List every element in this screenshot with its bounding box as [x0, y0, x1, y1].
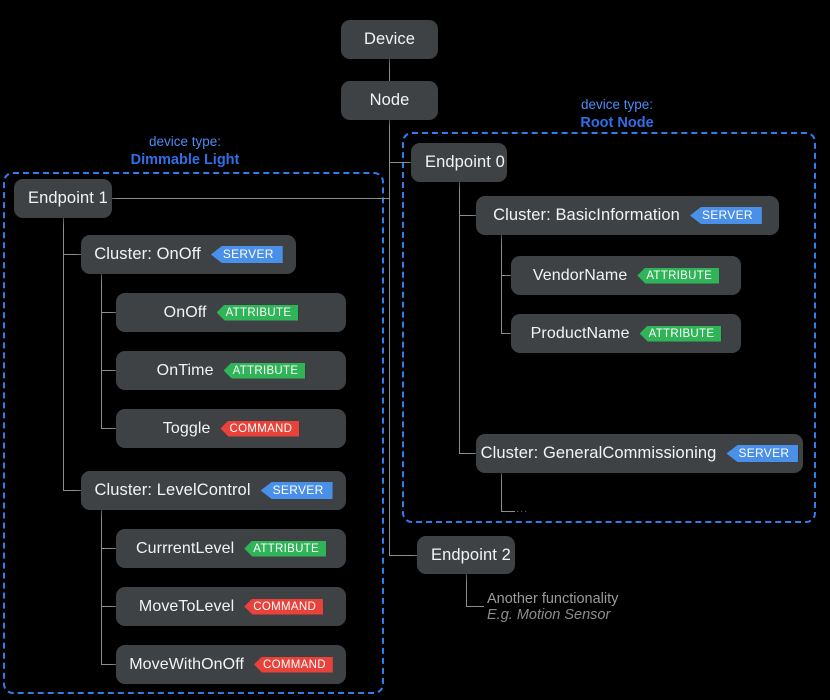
command-toggle[interactable]: Toggle COMMAND [116, 409, 346, 448]
endpoint-2-note-line2: E.g. Motion Sensor [487, 607, 611, 623]
device-type-name-root-node: Root Node [580, 114, 654, 131]
endpoint-0-label: Endpoint 0 [425, 153, 505, 171]
command-movetolevel[interactable]: MoveToLevel COMMAND [116, 587, 346, 626]
device-type-name-dimmable-light: Dimmable Light [130, 151, 240, 168]
connector-trunk-to-endpoint0 [389, 162, 413, 163]
endpoint-1-label: Endpoint 1 [28, 189, 108, 207]
connector-basicinformation-to-productname [501, 333, 514, 334]
connector-endpoint0-trunk [459, 181, 460, 453]
badge-attribute: ATTRIBUTE [639, 325, 722, 342]
command-toggle-label: Toggle [162, 419, 211, 437]
node-node-label: Node [369, 91, 410, 109]
attribute-onoff-label: OnOff [163, 303, 207, 321]
connector-endpoint1-to-onoff-cluster [63, 254, 81, 255]
badge-attribute: ATTRIBUTE [637, 267, 720, 284]
endpoint-2-label: Endpoint 2 [431, 545, 511, 564]
attribute-productname-label: ProductName [530, 324, 630, 342]
badge-server: SERVER [260, 482, 333, 499]
attribute-onoff[interactable]: OnOff ATTRIBUTE [116, 293, 346, 332]
connector-onoff-to-ontime-attr [101, 370, 119, 371]
generalcommissioning-more-ellipsis: ... [516, 503, 529, 515]
connector-endpoint1-to-levelcontrol-cluster [63, 490, 81, 491]
cluster-basicinformation[interactable]: Cluster: BasicInformation SERVER [476, 196, 779, 235]
connector-onoff-to-toggle-cmd [101, 428, 119, 429]
connector-onoff-to-onoff-attr [101, 312, 119, 313]
endpoint-2-note: Another functionality E.g. Motion Sensor [487, 591, 618, 623]
connector-endpoint2-trunk [466, 573, 467, 606]
device-type-prefix-label: device type: [580, 97, 654, 112]
cluster-basicinformation-label: Cluster: BasicInformation [493, 206, 680, 224]
badge-command: COMMAND [244, 598, 324, 615]
connector-device-to-node [389, 58, 390, 81]
command-movetolevel-label: MoveToLevel [138, 597, 235, 615]
device-type-caption-root-node: device type: Root Node [517, 97, 717, 132]
connector-levelcontrol-to-currentlevel-attr [101, 548, 119, 549]
device-type-prefix-label: device type: [148, 134, 222, 149]
command-movewithonoff-label: MoveWithOnOff [129, 655, 245, 673]
connector-generalcommissioning-trunk [501, 471, 502, 511]
connector-endpoint2-to-note [466, 606, 484, 607]
cluster-levelcontrol-label: Cluster: LevelControl [94, 481, 251, 499]
attribute-vendorname-label: VendorName [532, 266, 628, 284]
endpoint-0[interactable]: Endpoint 0 [411, 143, 507, 182]
connector-trunk-to-endpoint1 [112, 198, 390, 199]
device-type-caption-dimmable-light: device type: Dimmable Light [85, 134, 285, 169]
endpoint-2-note-line1: Another functionality [487, 591, 619, 607]
connector-generalcommissioning-to-more [501, 511, 515, 512]
cluster-levelcontrol[interactable]: Cluster: LevelControl SERVER [81, 471, 346, 510]
node-device[interactable]: Device [341, 20, 438, 59]
connector-basicinformation-trunk [501, 233, 502, 334]
badge-server: SERVER [726, 445, 799, 462]
connector-endpoint1-trunk [63, 217, 64, 491]
attribute-currentlevel[interactable]: CurrrentLevel ATTRIBUTE [116, 529, 346, 568]
attribute-vendorname[interactable]: VendorName ATTRIBUTE [511, 256, 741, 295]
cluster-onoff[interactable]: Cluster: OnOff SERVER [81, 235, 296, 274]
connector-levelcontrol-to-movetolevel-cmd [101, 606, 119, 607]
node-device-label: Device [363, 30, 416, 48]
node-node[interactable]: Node [341, 81, 438, 120]
device-type-group-root-node [402, 132, 816, 523]
cluster-onoff-label: Cluster: OnOff [94, 245, 201, 263]
attribute-currentlevel-label: CurrrentLevel [136, 539, 235, 557]
endpoint-2[interactable]: Endpoint 2 [417, 536, 515, 574]
connector-levelcontrol-to-movewithonoff-cmd [101, 664, 119, 665]
attribute-productname[interactable]: ProductName ATTRIBUTE [511, 314, 741, 353]
badge-command: COMMAND [220, 420, 300, 437]
attribute-ontime[interactable]: OnTime ATTRIBUTE [116, 351, 346, 390]
badge-server: SERVER [210, 246, 283, 263]
cluster-generalcommissioning-label: Cluster: GeneralCommissioning [480, 444, 717, 462]
connector-endpoint0-to-basicinformation [459, 215, 477, 216]
badge-attribute: ATTRIBUTE [244, 540, 326, 557]
badge-server: SERVER [689, 207, 762, 224]
badge-attribute: ATTRIBUTE [216, 304, 299, 321]
badge-command: COMMAND [254, 656, 333, 673]
connector-trunk-to-endpoint2 [389, 555, 417, 556]
cluster-generalcommissioning[interactable]: Cluster: GeneralCommissioning SERVER [476, 434, 803, 473]
connector-endpoint0-to-generalcommissioning [459, 453, 477, 454]
connector-node-trunk [389, 120, 390, 555]
connector-levelcontrol-cluster-trunk [101, 508, 102, 664]
badge-attribute: ATTRIBUTE [223, 362, 306, 379]
command-movewithonoff[interactable]: MoveWithOnOff COMMAND [116, 645, 346, 684]
endpoint-1[interactable]: Endpoint 1 [14, 179, 112, 218]
device-type-group-dimmable-light [3, 172, 384, 694]
connector-onoff-cluster-trunk [101, 272, 102, 428]
attribute-ontime-label: OnTime [156, 361, 214, 379]
connector-basicinformation-to-vendorname [501, 275, 514, 276]
